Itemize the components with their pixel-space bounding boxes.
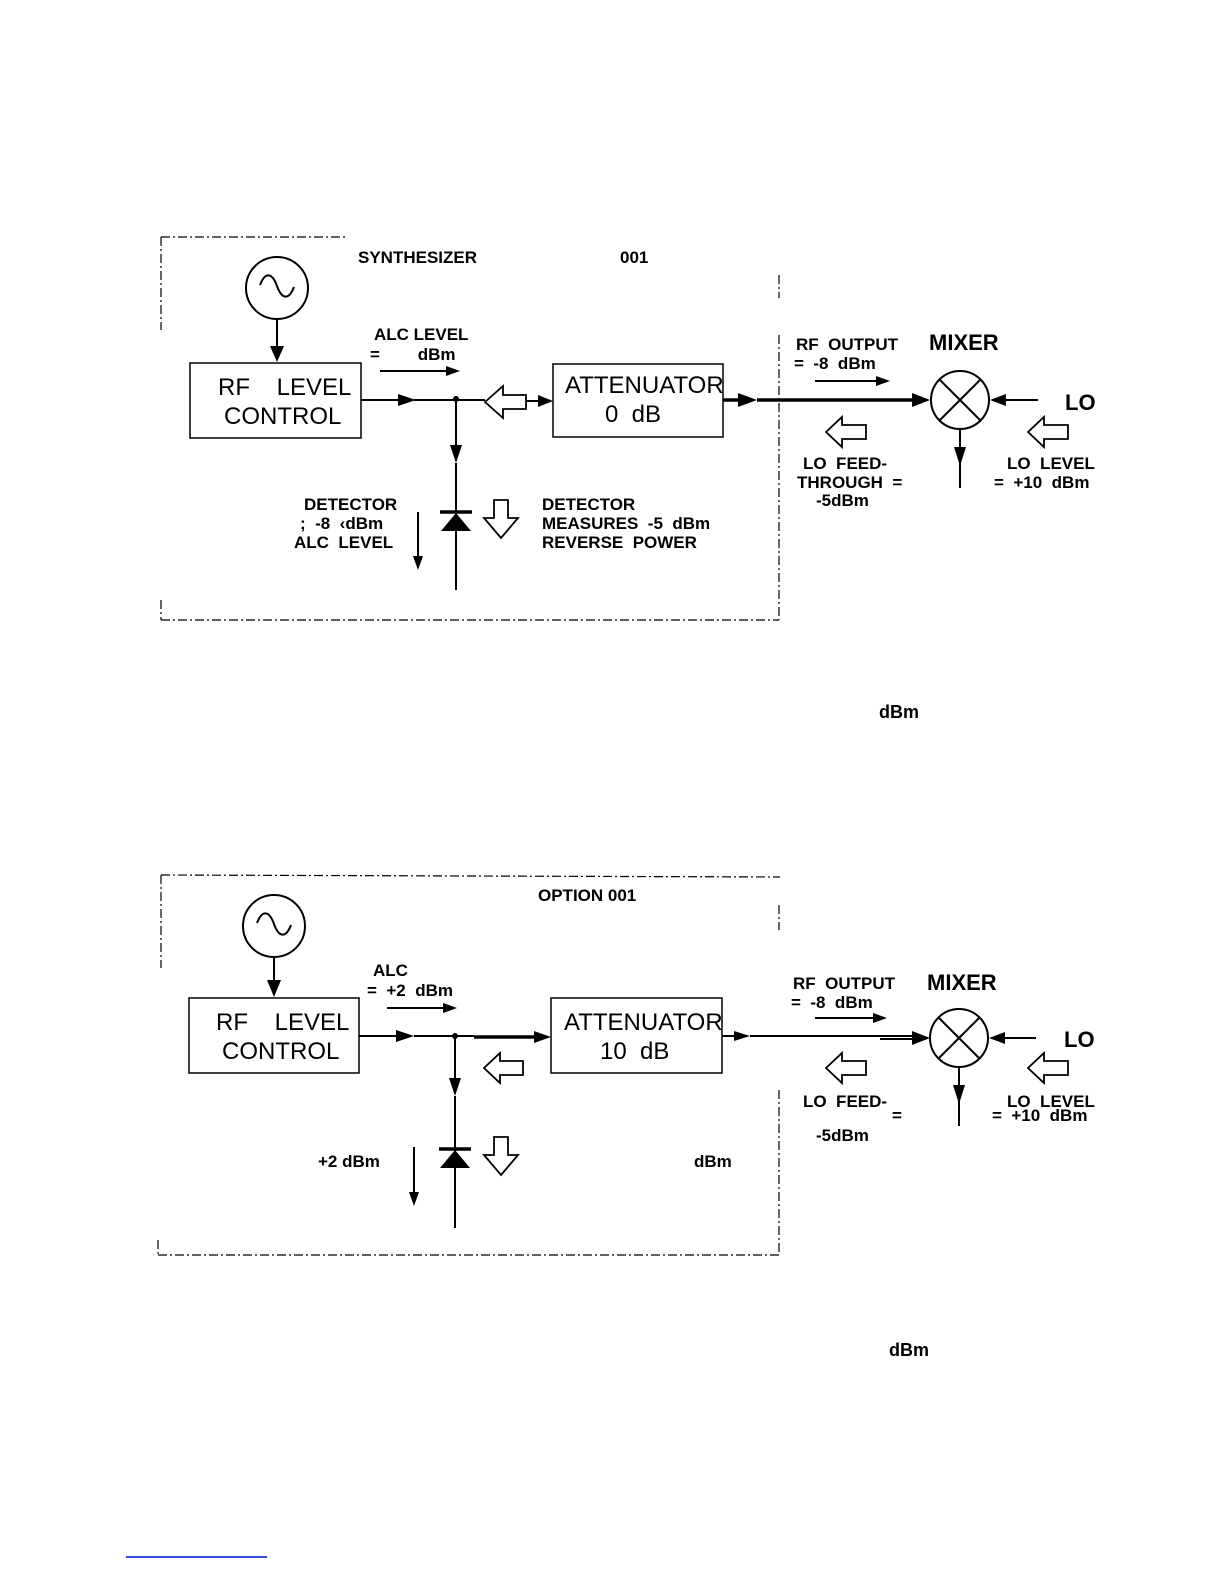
arrow-right-icon [446,366,460,376]
lo-feed-line2: = [892,1106,902,1125]
detector-left-value: +2 dBm [318,1152,380,1171]
rf-level-control-block: RF LEVEL CONTROL [188,997,360,1074]
arrow-down-icon [450,445,462,463]
detector-right-line3: REVERSE POWER [542,533,697,552]
detector-diode-icon [440,510,472,531]
open-arrow-left-icon [824,1050,867,1086]
arrow-right-icon [912,1031,930,1045]
alc-label: ALC [373,961,408,980]
detector-right-line2: MEASURES -5 dBm [542,514,710,533]
oscillator-icon [245,256,309,320]
synthesizer-enclosure-1 [160,236,780,621]
lo-feedthrough-line2: THROUGH = [797,473,902,492]
diagram-1: SYNTHESIZER 001 RF LEVEL CONTROL ALC LEV… [160,236,1096,722]
lo-feed-line3: -5dBm [816,1126,869,1145]
arrow-right-icon [912,393,930,407]
detector-left-line1: DETECTOR [304,495,397,514]
alc-level-label: ALC LEVEL [374,325,468,344]
option-label: 001 [620,248,648,267]
detector-left-line3: ALC LEVEL [294,533,393,552]
lo-feed-line1: LO FEED- [803,1092,887,1111]
arrow-down-icon [270,346,284,362]
oscillator-icon [242,894,306,958]
arrow-down-icon [409,1192,419,1206]
rf-output-value: = -8 dBm [794,354,876,373]
arrow-down-icon [449,1078,461,1096]
arrow-down-icon [267,980,281,997]
synthesizer-enclosure-2 [157,874,781,1256]
rf-output-label: RF OUTPUT [793,974,896,993]
mixer-icon [930,370,990,430]
attenuator-line1: ATTENUATOR [564,1009,723,1036]
alc-level-value: = dBm [370,345,456,364]
synthesizer-label: SYNTHESIZER [358,248,477,267]
rf-level-control-line2: CONTROL [224,403,341,430]
detector-right-value: dBm [694,1152,732,1171]
detector-diode-icon [439,1147,471,1168]
open-arrow-left-icon [1026,414,1069,450]
open-arrow-down-icon [482,499,520,540]
lo-label: LO [1064,1027,1095,1052]
open-arrow-left-icon [482,1050,524,1086]
rf-output-value: = -8 dBm [791,993,873,1012]
rf-level-control-line1: RF LEVEL [218,374,351,401]
attenuator-line1: ATTENUATOR [565,372,724,399]
lo-level-line2: = +10 dBm [992,1106,1087,1125]
lo-level-line1: LO LEVEL [1007,1092,1095,1111]
arrow-right-icon [734,1031,750,1041]
alc-value: = +2 dBm [367,981,453,1000]
option-label: OPTION 001 [538,886,636,905]
open-arrow-left-icon [483,383,527,421]
lo-feedthrough-line1: LO FEED- [803,454,887,473]
arrow-left-icon [990,394,1006,406]
arrow-right-icon [538,395,553,407]
attenuator-line2: 0 dB [605,401,661,428]
mixer-icon [929,1008,989,1068]
mixer-label: MIXER [927,970,997,995]
arrow-right-icon [738,393,757,407]
attenuator-block: ATTENUATOR 0 dB [552,363,724,438]
rf-level-control-line2: CONTROL [222,1038,339,1065]
arrow-left-icon [989,1032,1005,1044]
mixer-label: MIXER [929,330,999,355]
rf-level-control-line1: RF LEVEL [216,1009,349,1036]
junction-node [452,1033,458,1039]
arrow-right-icon [873,1013,887,1023]
lo-level-line1: LO LEVEL [1007,454,1095,473]
open-arrow-down-icon [482,1136,520,1177]
caption-unit-2: dBm [889,1340,929,1360]
lo-feedthrough-line3: -5dBm [816,491,869,510]
attenuator-line2: 10 dB [600,1038,669,1065]
detector-left-line2: ; -8 ‹dBm [300,514,383,533]
rf-level-control-block: RF LEVEL CONTROL [189,362,362,439]
open-arrow-left-icon [824,414,867,450]
footer-rule [126,1556,267,1558]
arrow-right-icon [396,1030,414,1042]
junction-node [453,396,459,402]
arrow-right-icon [443,1003,457,1013]
attenuator-block: ATTENUATOR 10 dB [550,997,723,1074]
rf-output-label: RF OUTPUT [796,335,899,354]
diagram-2: OPTION 001 RF LEVEL CONTROL ALC = +2 dBm… [157,874,1095,1360]
arrow-down-icon [954,447,966,466]
lo-level-line2: = +10 dBm [994,473,1089,492]
arrow-right-icon [876,376,890,386]
open-arrow-left-icon [1026,1050,1069,1086]
lo-label: LO [1065,390,1096,415]
arrow-right-icon [534,1031,551,1043]
arrow-right-icon [398,394,416,406]
arrow-down-icon [953,1085,965,1104]
detector-right-line1: DETECTOR [542,495,635,514]
caption-unit-1: dBm [879,702,919,722]
arrow-down-icon [413,556,423,570]
